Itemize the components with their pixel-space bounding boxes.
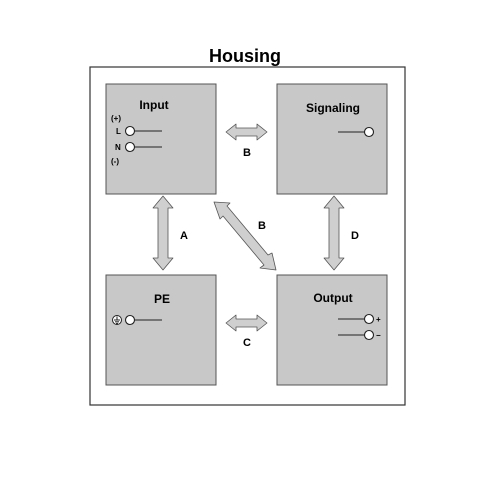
input-box: Input (+) L N (-) [105,83,217,195]
output-box: Output + − [276,274,388,386]
arrow-label-input-pe: A [180,230,188,242]
output-plus-terminal-icon [363,313,375,325]
input-l-label: L [116,127,121,136]
diagram-title: Housing [209,46,281,66]
signaling-box: Signaling [276,83,388,195]
double-arrow-input-signaling-icon [225,123,268,141]
output-minus-sign: − [376,331,381,340]
double-arrow-signaling-output-icon [323,195,345,271]
ground-icon [112,315,122,325]
output-plus-sign: + [376,315,381,324]
arrow-label-signaling-output: D [351,230,359,242]
output-minus-terminal-icon [363,329,375,341]
signaling-box-title: Signaling [306,101,360,115]
output-box-title: Output [313,291,352,305]
input-n-label: N [115,143,121,152]
input-box-panel [105,83,217,195]
arrow-label-input-output: B [258,220,266,232]
input-l-terminal-icon [124,125,136,137]
pe-box: PE [105,274,217,386]
double-arrow-input-pe-icon [152,195,174,271]
arrow-label-pe-output: C [243,337,251,349]
pe-box-title: PE [154,292,170,306]
double-arrow-input-output-icon [213,201,277,271]
pe-terminal-icon [124,314,136,326]
input-n-terminal-icon [124,141,136,153]
signaling-box-panel [276,83,388,195]
input-box-title: Input [139,98,168,112]
pe-box-panel [105,274,217,386]
input-minus-label: (-) [111,157,119,166]
signaling-terminal-icon [363,126,375,138]
input-plus-label: (+) [111,114,121,123]
arrow-label-input-signaling: B [243,147,251,159]
double-arrow-pe-output-icon [225,314,268,332]
